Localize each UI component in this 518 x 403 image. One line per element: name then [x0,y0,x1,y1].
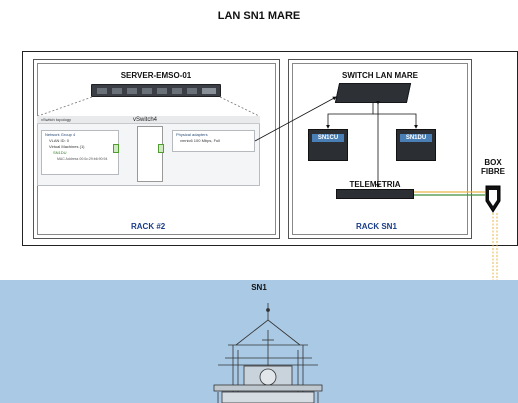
physical-adapters-card: Physical adapters vmnic6 100 Mbps, Full [172,130,255,152]
sea-label: SN1 [251,283,267,292]
diagram-title: LAN SN1 MARE [217,10,301,22]
pc-sn1du-label: SN1DU [400,134,432,142]
switch-name: SWITCH LAN MARE [342,71,418,80]
box-fibre-label: BOX FIBRE [481,158,505,176]
vm-name: SN1DU [53,150,67,155]
server-name: SERVER-EMSO-01 [120,71,192,80]
port-left [113,144,119,153]
network-group-name: Network Group 4 [45,132,76,137]
vswitch-block [137,126,163,182]
vlan-id: VLAN ID: 0 [49,138,70,143]
vm-mac: MAC Address 00:0c:29:b6:90:94 [57,157,108,161]
rack2-label: RACK #2 [131,222,166,231]
racksn1-box [288,59,472,239]
nic-speed: vmnic6 100 Mbps, Full [180,138,221,143]
pc-sn1du-icon: SN1DU [396,129,436,161]
vswitch-name: vSwitch4 [133,117,158,123]
physical-adapters-label: Physical adapters [176,132,208,137]
vm-count: Virtual Machines (1) [49,144,85,149]
topology-header: vSwitch topology [37,116,260,124]
telemetry-label: TELEMETRIA [349,180,401,189]
server-icon [91,84,221,97]
port-right [158,144,164,153]
network-group-card: Network Group 4 VLAN ID: 0 Virtual Machi… [41,130,119,175]
pc-sn1cu-label: SN1CU [312,134,344,142]
pc-sn1cu-icon: SN1CU [308,129,348,161]
telemetry-device [336,189,414,199]
box-fibre-icon [485,185,501,213]
racksn1-label: RACK SN1 [356,222,397,231]
